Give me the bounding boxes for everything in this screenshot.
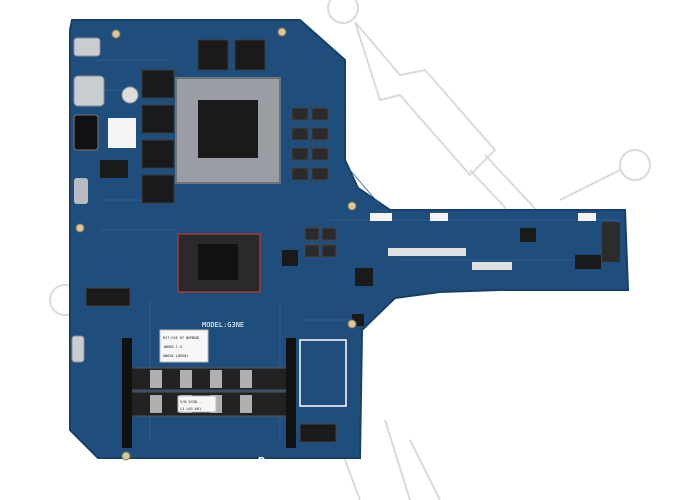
cpu-die: [198, 244, 238, 280]
ribbon-connector-2: [472, 262, 512, 270]
cpu-package: [177, 233, 261, 293]
capacitor-top: [121, 86, 139, 104]
gpu-die: [198, 100, 258, 158]
m2-slot-2: [299, 423, 337, 443]
vram-chips: [141, 39, 266, 204]
sticker1-line3: ANOVA LHUS01: [163, 354, 188, 358]
sticker-label-1: [159, 329, 209, 363]
hdmi-port: [73, 75, 105, 107]
usb-c-port: [73, 37, 101, 57]
small-connector-1: [370, 213, 392, 221]
ribbon-connector-1: [388, 248, 466, 256]
audio-jack: [71, 335, 85, 363]
m2-outline: [299, 339, 347, 407]
small-connector-3: [578, 213, 596, 221]
m2-slot-1: [85, 287, 131, 307]
mini-dp-port: [73, 114, 99, 151]
model-silkscreen: MODEL:G3NE: [202, 321, 244, 329]
sticker2-line1: S/N 5CD8...: [180, 400, 203, 404]
sticker1-line2: JWUB3-T-G: [163, 345, 182, 349]
sticker1-line1: M17-F4E 07 NEMBOD: [163, 336, 199, 340]
side-connector: [74, 178, 88, 204]
vrm-inductors: [291, 107, 337, 258]
sticker-label-2: [177, 395, 217, 413]
rev-silkscreen: DAG3NEMB8D0 REV:D: [144, 460, 206, 467]
sticker2-line2: L3 L03-601: [180, 407, 201, 411]
small-ics: [100, 160, 601, 326]
white-sticker-small: [108, 118, 136, 148]
corner-mark: B: [258, 455, 265, 469]
small-connector-2: [430, 213, 448, 221]
mounting-holes: [75, 27, 357, 461]
right-connector: [602, 222, 620, 262]
